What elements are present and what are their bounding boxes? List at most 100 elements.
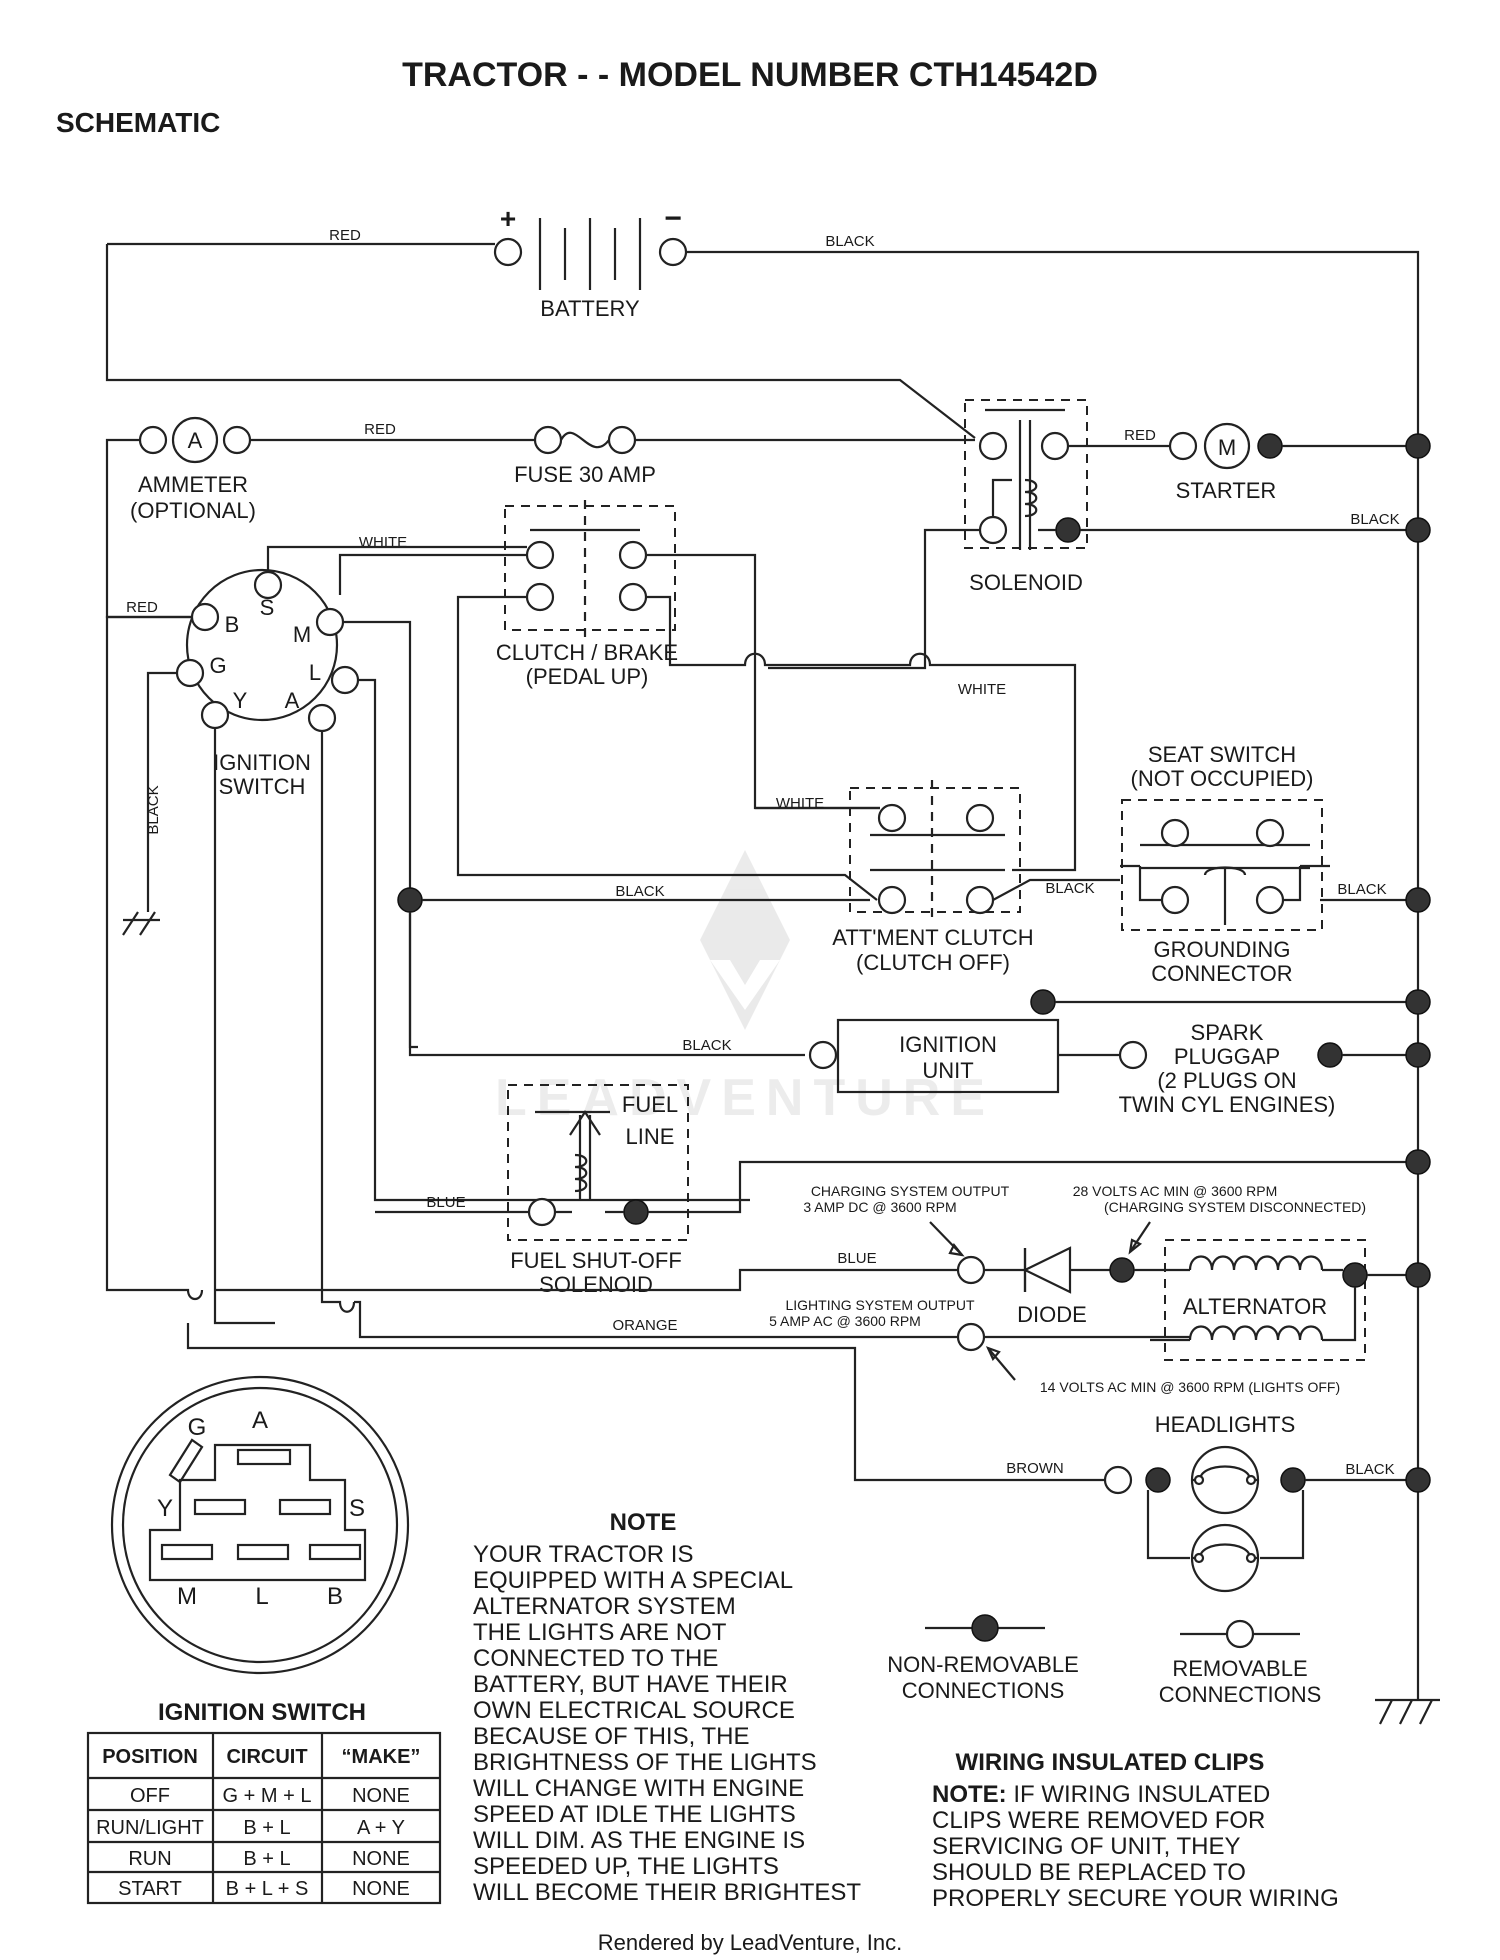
fuse: FUSE 30 AMP RED [250, 421, 975, 487]
ammeter-symbol: A [188, 428, 203, 453]
solenoid: SOLENOID RED BLACK [768, 399, 1431, 670]
non-removable-connections-label: CONNECTIONS [902, 1678, 1065, 1703]
watermark: LEADVENTURE [495, 850, 995, 1127]
clutch-brake-switch: CLUTCH / BRAKE (PEDAL UP) WHITE [338, 500, 1077, 901]
face-terminal-s: S [349, 1495, 365, 1522]
battery: + − BATTERY RED BLACK [105, 202, 1420, 439]
removable-connection-icon [1225, 1619, 1255, 1649]
headlights-label: HEADLIGHTS [1155, 1412, 1296, 1437]
ignition-switch: B S M G L Y A IGNITION SWITCH BLACK [105, 545, 750, 1325]
fuel-shutoff-label: FUEL SHUT-OFF [510, 1248, 682, 1273]
charging-output-label: CHARGING SYSTEM OUTPUT [811, 1183, 1010, 1199]
terminal-a-label: A [285, 688, 300, 713]
ignition-unit-label: IGNITION [899, 1032, 997, 1057]
note-line: BRIGHTNESS OF THE LIGHTS [473, 1749, 817, 1776]
wire-label-black: BLACK [1045, 880, 1094, 897]
clutch-brake-label: CLUTCH / BRAKE [496, 640, 678, 665]
seat-switch-label: SEAT SWITCH [1148, 742, 1296, 767]
wire-label-red: RED [364, 421, 396, 438]
footer-credit: Rendered by LeadVenture, Inc. [598, 1930, 903, 1955]
ammeter-optional-label: (OPTIONAL) [130, 498, 256, 523]
ammeter: A AMMETER (OPTIONAL) RED [105, 416, 256, 619]
table-cell: NONE [352, 1848, 410, 1870]
note-line: WILL BECOME THEIR BRIGHTEST [473, 1879, 861, 1906]
wire-label-orange: ORANGE [612, 1317, 677, 1334]
ignition-switch-label-2: SWITCH [219, 774, 306, 799]
charging-circuit: BLUE CHARGING SYSTEM OUTPUT 3 AMP DC @ 3… [215, 1183, 1366, 1327]
grounding-label: GROUNDING [1154, 937, 1291, 962]
note-line: THE LIGHTS ARE NOT [473, 1619, 727, 1646]
removable-connections-label: CONNECTIONS [1159, 1682, 1322, 1707]
note-line: EQUIPPED WITH A SPECIAL [473, 1567, 793, 1594]
ignition-unit-label-2: UNIT [922, 1058, 973, 1083]
table-cell: NONE [352, 1878, 410, 1900]
wire-label-black: BLACK [1337, 881, 1386, 898]
starter-label: STARTER [1176, 478, 1277, 503]
twin-cyl-label: TWIN CYL ENGINES) [1119, 1092, 1336, 1117]
fuel-solenoid-label: SOLENOID [539, 1272, 653, 1297]
spark-label: SPARK [1191, 1020, 1264, 1045]
lighting-output-value: 5 AMP AC @ 3600 RPM [769, 1313, 921, 1329]
note-line: BATTERY, BUT HAVE THEIR [473, 1671, 788, 1698]
clips-heading: WIRING INSULATED CLIPS [956, 1749, 1265, 1776]
ignition-switch-label: IGNITION [213, 750, 311, 775]
clips-line: SERVICING OF UNIT, THEY [932, 1833, 1241, 1860]
clips-line: IF WIRING INSULATED [1007, 1781, 1271, 1808]
charging-output-value: 3 AMP DC @ 3600 RPM [803, 1199, 956, 1215]
terminal-l-label: L [309, 660, 321, 685]
volts28-label: 28 VOLTS AC MIN @ 3600 RPM [1073, 1183, 1278, 1199]
ignition-unit: IGNITION UNIT SPARK PLUGGAP (2 PLUGS ON … [808, 1018, 1431, 1117]
table-cell: B + L + S [226, 1878, 309, 1900]
wire-label-blue: BLUE [426, 1194, 465, 1211]
starter: M STARTER [1168, 422, 1431, 503]
clips-line: SHOULD BE REPLACED TO [932, 1859, 1246, 1886]
wiring-clips-note: WIRING INSULATED CLIPS NOTE: IF WIRING I… [932, 1749, 1339, 1912]
terminal-s-label: S [260, 595, 275, 620]
page-title: TRACTOR - - MODEL NUMBER CTH14542D [402, 56, 1098, 94]
wire-label-blue: BLUE [837, 1250, 876, 1267]
clips-line: CLIPS WERE REMOVED FOR [932, 1807, 1265, 1834]
ground-bus [1375, 258, 1440, 1725]
table-cell: B + L [243, 1848, 290, 1870]
seat-switch: SEAT SWITCH (NOT OCCUPIED) GROUNDING CON… [1120, 742, 1431, 986]
wire-label-brown: BROWN [1006, 1460, 1064, 1477]
face-terminal-m: M [177, 1583, 197, 1610]
note-line: CONNECTED TO THE [473, 1645, 718, 1672]
wire-label-red: RED [329, 227, 361, 244]
clips-line: PROPERLY SECURE YOUR WIRING [932, 1885, 1339, 1912]
wire-label-white: WHITE [776, 795, 824, 812]
note-line: WILL DIM. AS THE ENGINE IS [473, 1827, 805, 1854]
face-terminal-b: B [327, 1583, 343, 1610]
note-line: WILL CHANGE WITH ENGINE [473, 1775, 804, 1802]
pluggap-label: PLUGGAP [1174, 1044, 1280, 1069]
fuel-shutoff-solenoid: FUEL LINE FUEL SHUT-OFF SOLENOID BLUE [375, 1084, 1431, 1297]
removable-label: REMOVABLE [1172, 1656, 1307, 1681]
non-removable-connection-icon [971, 1614, 999, 1642]
face-terminal-g: G [188, 1414, 207, 1441]
clips-line-first: NOTE: IF WIRING INSULATED [932, 1781, 1270, 1808]
table-cell: B + L [243, 1817, 290, 1839]
wire-label-black: BLACK [682, 1037, 731, 1054]
headlights: HEADLIGHTS BROWN BLACK [186, 1323, 1431, 1593]
table-cell: A + Y [357, 1817, 405, 1839]
note-line: BECAUSE OF THIS, THE [473, 1723, 750, 1750]
table-header-make: “MAKE” [342, 1746, 421, 1768]
seat-not-occupied-label: (NOT OCCUPIED) [1131, 766, 1314, 791]
battery-label: BATTERY [540, 296, 640, 321]
volts28-condition: (CHARGING SYSTEM DISCONNECTED) [1104, 1199, 1366, 1215]
alternator: ALTERNATOR [1150, 1239, 1431, 1361]
terminal-m-label: M [293, 622, 311, 647]
wire-label-white: WHITE [958, 681, 1006, 698]
watermark-text: LEADVENTURE [495, 1069, 995, 1127]
fuse-label: FUSE 30 AMP [514, 462, 656, 487]
note-line: SPEED AT IDLE THE LIGHTS [473, 1801, 796, 1828]
wire-label-red: RED [126, 599, 158, 616]
diode-label: DIODE [1017, 1302, 1087, 1327]
spark-ground-line [1030, 989, 1431, 1015]
ignition-black-bus: BLACK BLACK [397, 883, 870, 1057]
note-line: ALTERNATOR SYSTEM [473, 1593, 736, 1620]
clutch-brake-pedal-label: (PEDAL UP) [526, 664, 649, 689]
connector-label: CONNECTOR [1151, 961, 1292, 986]
